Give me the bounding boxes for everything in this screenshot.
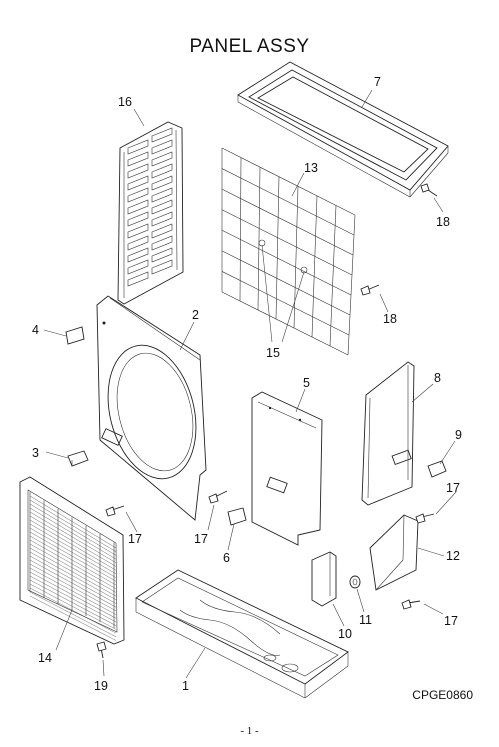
callout-17-center: 17 (194, 532, 208, 546)
part-rear-grille (19, 476, 125, 645)
callout-18-lower: 18 (383, 312, 397, 326)
callout-18-upper: 18 (436, 215, 450, 229)
callout-15: 15 (266, 346, 280, 360)
diagram-title: PANEL ASSY (189, 36, 310, 57)
callout-11: 11 (359, 613, 372, 627)
part-side-grille (117, 121, 184, 305)
callout-17-right: 17 (446, 481, 460, 495)
screw-17-bottom (401, 599, 421, 610)
part-wire-guard (221, 147, 356, 356)
part-base-pan (135, 569, 349, 699)
part-lower-side-cover (369, 514, 419, 591)
callout-19: 19 (94, 679, 108, 693)
screw-17-left (105, 505, 125, 517)
part-grommet (349, 575, 361, 589)
callout-5: 5 (303, 376, 310, 390)
part-clip (227, 507, 247, 526)
drawing-code: CPGE0860 (412, 688, 473, 702)
part-top-panel (237, 61, 449, 198)
page-number: - 1 - (240, 725, 259, 737)
callout-7: 7 (374, 75, 381, 89)
callout-17-left: 17 (128, 532, 142, 546)
callout-9: 9 (455, 428, 462, 442)
screw-18-lower (360, 284, 380, 296)
part-center-panel (251, 391, 323, 546)
screw-18-upper (420, 183, 438, 197)
part-small-cap (67, 450, 89, 467)
wire-guard-mesh (221, 147, 356, 356)
callout-4: 4 (32, 323, 39, 337)
part-small-cap-right (427, 460, 447, 478)
callout-2: 2 (192, 308, 199, 322)
part-terminal-cover (311, 551, 337, 607)
callout-17-bottom: 17 (444, 614, 458, 628)
callout-12: 12 (446, 549, 460, 563)
callout-16: 16 (118, 95, 132, 109)
callout-6: 6 (223, 551, 230, 565)
callouts: 1 2 3 4 5 6 7 8 9 10 11 12 13 14 15 16 1… (32, 75, 462, 693)
part-label-plate (65, 326, 85, 345)
callout-3: 3 (32, 446, 39, 460)
callout-13: 13 (304, 161, 318, 175)
callout-1: 1 (182, 679, 189, 693)
part-front-panel (96, 295, 207, 521)
screw-17-right (415, 513, 435, 524)
part-right-side-panel (361, 361, 415, 506)
side-grille-louvers (127, 127, 173, 287)
callout-14: 14 (38, 651, 52, 665)
screw-19 (96, 641, 107, 659)
leader-lines (43, 89, 457, 679)
screw-17-center (208, 490, 228, 504)
callout-8: 8 (434, 371, 441, 385)
rear-grille-mesh (29, 492, 117, 641)
callout-10: 10 (338, 627, 352, 641)
